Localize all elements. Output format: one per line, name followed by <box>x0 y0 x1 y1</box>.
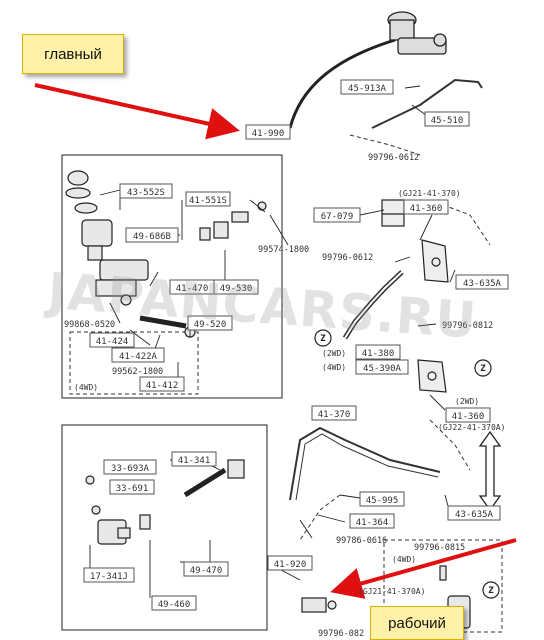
slave-cylinder-frame <box>61 424 268 631</box>
part-99786-0616: 99786-0616 <box>336 536 387 546</box>
part-99868-0520: 99868-0520 <box>64 320 115 330</box>
part-99796-0815: 99796-0815 <box>414 543 465 553</box>
dashed-route-4 <box>299 494 341 541</box>
note-2wd-hose: (2WD) <box>322 349 346 358</box>
part-49-520: 49-520 <box>194 320 227 330</box>
part-99796-0812: 99796-0812 <box>442 321 493 331</box>
note-4wd-master: (4WD) <box>74 383 98 392</box>
master-cylinder-assembly <box>65 170 196 338</box>
part-41-424: 41-424 <box>96 337 129 347</box>
push-rod-group <box>199 201 267 241</box>
double-arrow <box>478 430 502 512</box>
slave-cylinder-callout: рабочий <box>370 606 464 640</box>
part-41-470: 41-470 <box>176 284 209 294</box>
part-33-693a: 33-693A <box>111 464 150 474</box>
red-arrows <box>34 83 517 599</box>
dashed-route-1 <box>349 134 421 156</box>
arrow-to-slave <box>330 538 517 599</box>
note-2wd-bracket: (2WD) <box>455 397 479 406</box>
part-67-079: 67-079 <box>321 212 354 222</box>
part-99796-082: 99796-082 <box>318 629 364 639</box>
bracket-41-360 <box>421 239 449 283</box>
note-gj22-41-370a: (GJ22-41-370A) <box>438 423 505 432</box>
dashed-route-3 <box>429 419 471 471</box>
z-markers <box>314 329 500 599</box>
part-49-460: 49-460 <box>158 600 191 610</box>
master-cylinder-callout: главный <box>22 34 124 74</box>
part-43-635a-upper: 43-635A <box>463 279 502 289</box>
reservoir-hose <box>288 38 396 129</box>
part-41-380: 41-380 <box>362 349 395 359</box>
part-41-341: 41-341 <box>178 456 211 466</box>
part-99574-1800: 99574-1800 <box>258 245 309 255</box>
part-43-552s: 43-552S <box>127 188 165 198</box>
note-4wd-slave: (4WD) <box>392 555 416 564</box>
master-cylinder-callout-label: главный <box>44 45 102 63</box>
part-45-390a: 45-390A <box>363 364 402 374</box>
master-cylinder-frame <box>61 154 283 399</box>
bracket-67-079 <box>381 199 405 227</box>
part-49-530: 49-530 <box>220 284 253 294</box>
label-boxes <box>83 79 509 611</box>
pipe-41-370-inner <box>295 433 439 501</box>
slave-cylinder-callout-label: рабочий <box>388 614 446 632</box>
bracket-lower-41-360 <box>417 359 447 393</box>
arrow-to-master <box>34 83 240 140</box>
part-45-995: 45-995 <box>366 496 399 506</box>
z-marker-2: Z <box>480 364 486 374</box>
part-41-412: 41-412 <box>146 381 179 391</box>
part-41-360-upper: 41-360 <box>410 204 443 214</box>
part-17-341j: 17-341J <box>90 572 128 582</box>
part-41-990: 41-990 <box>252 129 285 139</box>
part-41-360-lower: 41-360 <box>452 412 485 422</box>
part-33-691: 33-691 <box>116 484 149 494</box>
part-49-470: 49-470 <box>190 566 223 576</box>
pipe-41-370 <box>289 426 441 501</box>
part-45-510: 45-510 <box>431 116 464 126</box>
part-49-686b: 49-686B <box>133 232 171 242</box>
z-marker-1: Z <box>320 334 326 344</box>
note-gj21-41-370a: (GJ21-41-370A) <box>358 587 425 596</box>
z-marker-3: Z <box>488 586 494 596</box>
part-99562-1800: 99562-1800 <box>112 367 163 377</box>
master-cylinder-top <box>387 11 447 55</box>
part-99796-0612-lower: 99796-0612 <box>322 253 373 263</box>
slave-cylinder-assembly <box>85 459 245 545</box>
part-41-370: 41-370 <box>318 410 351 420</box>
part-41-364: 41-364 <box>356 518 389 528</box>
part-41-551s: 41-551S <box>189 196 227 206</box>
flex-hose-41-380-inner <box>344 271 403 339</box>
pipe-45-510 <box>371 78 483 129</box>
part-99796-0612-upper: 99796-0612 <box>368 153 419 163</box>
4wd-dashed-group <box>69 331 199 395</box>
part-41-422a: 41-422A <box>119 352 158 362</box>
part-43-635a-lower: 43-635A <box>455 510 494 520</box>
note-gj21-41-370: (GJ21-41-370) <box>398 189 461 198</box>
part-41-920: 41-920 <box>274 560 307 570</box>
note-4wd-hose: (4WD) <box>322 363 346 372</box>
part-45-913a: 45-913A <box>348 84 387 94</box>
